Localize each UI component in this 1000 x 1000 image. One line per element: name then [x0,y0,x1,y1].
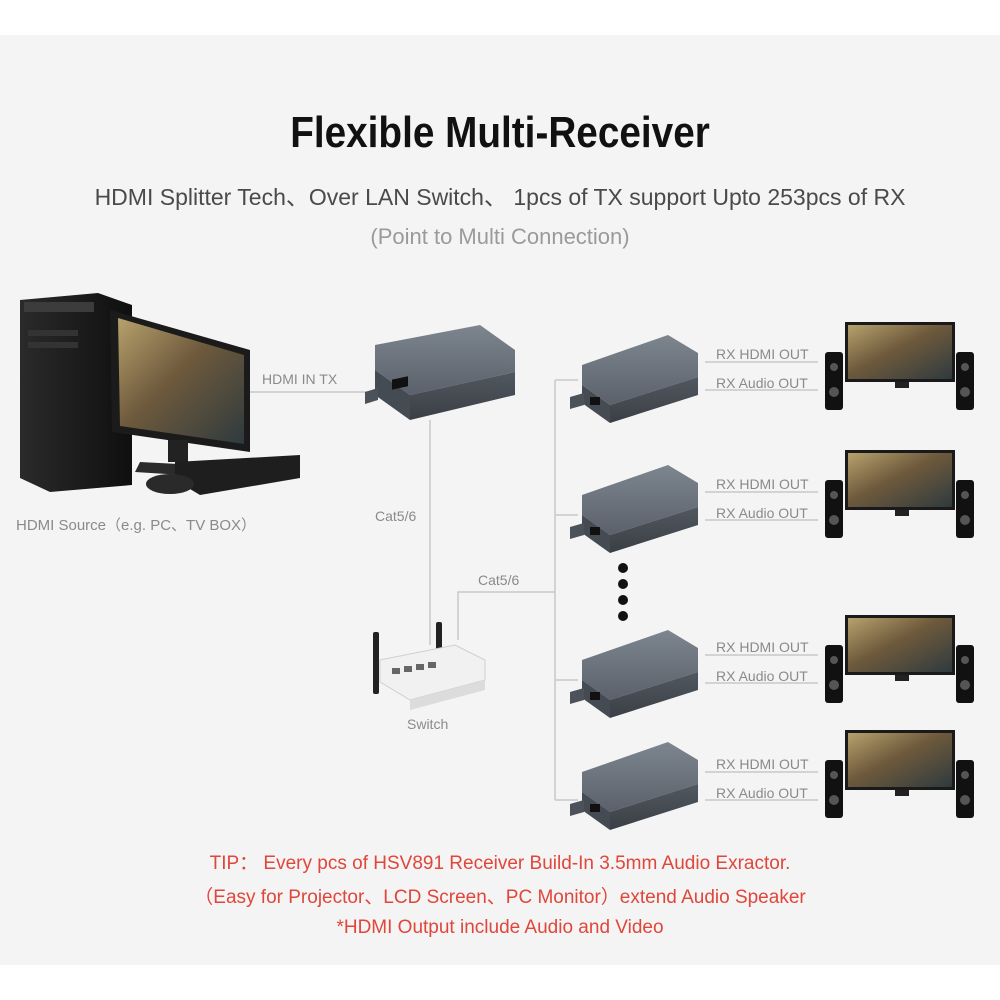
rx-audio-out-label: RX Audio OUT [716,375,808,391]
switch-illustration [373,622,486,710]
speaker-right [956,352,974,410]
cat-cable-label-2: Cat5/6 [478,572,520,588]
connection-lines [250,361,818,801]
rx-audio-out-label: RX Audio OUT [716,785,808,801]
rx-audio-out-label: RX Audio OUT [716,505,808,521]
tv-screen [848,618,952,672]
rx-hdmi-out-label: RX HDMI OUT [716,346,809,362]
rx-unit [570,630,698,718]
tip-line-1: TIP： Every pcs of HSV891 Receiver Build-… [209,853,791,874]
tv-display [845,450,955,516]
switch-label: Switch [407,716,449,732]
switch-to-rx-line [457,591,555,640]
speaker-left [825,760,843,818]
mouse [146,474,194,494]
rx-unit [570,465,698,553]
hdmi-source-label: HDMI Source（e.g. PC、TV BOX） [16,517,257,534]
tv-screen [848,325,952,379]
antenna-left [373,632,379,694]
rx-units [570,335,698,830]
tv-display [845,322,955,388]
speaker-right [956,645,974,703]
monitor-screen [118,318,244,444]
tip-line-3: *HDMI Output include Audio and Video [336,917,664,938]
hdmi-in-tx-label: HDMI IN TX [262,371,338,387]
subtitle: HDMI Splitter Tech、Over LAN Switch、 1pcs… [94,184,906,210]
speaker-right [956,480,974,538]
rx-hdmi-out-label: RX HDMI OUT [716,756,809,772]
tv-display [845,730,955,796]
rx-hdmi-out-label: RX HDMI OUT [716,476,809,492]
speaker-left [825,352,843,410]
cat-cable-label-1: Cat5/6 [375,508,417,524]
speaker-right [956,760,974,818]
rx-unit [570,742,698,830]
tip-line-2: （Easy for Projector、LCD Screen、PC Monito… [194,887,806,908]
subtitle-note: (Point to Multi Connection) [370,224,630,249]
keyboard [175,455,300,495]
tx-unit-illustration [365,325,515,420]
rx-unit [570,335,698,423]
rx-hdmi-out-label: RX HDMI OUT [716,639,809,655]
tv-display [845,615,955,681]
speaker-left [825,645,843,703]
tv-screen [848,733,952,787]
continuation-dots [618,563,628,621]
displays [825,322,974,818]
speaker-left [825,480,843,538]
rx-audio-out-label: RX Audio OUT [716,668,808,684]
page-title: Flexible Multi-Receiver [290,108,710,157]
pc-source-illustration [20,293,300,495]
tv-screen [848,453,952,507]
